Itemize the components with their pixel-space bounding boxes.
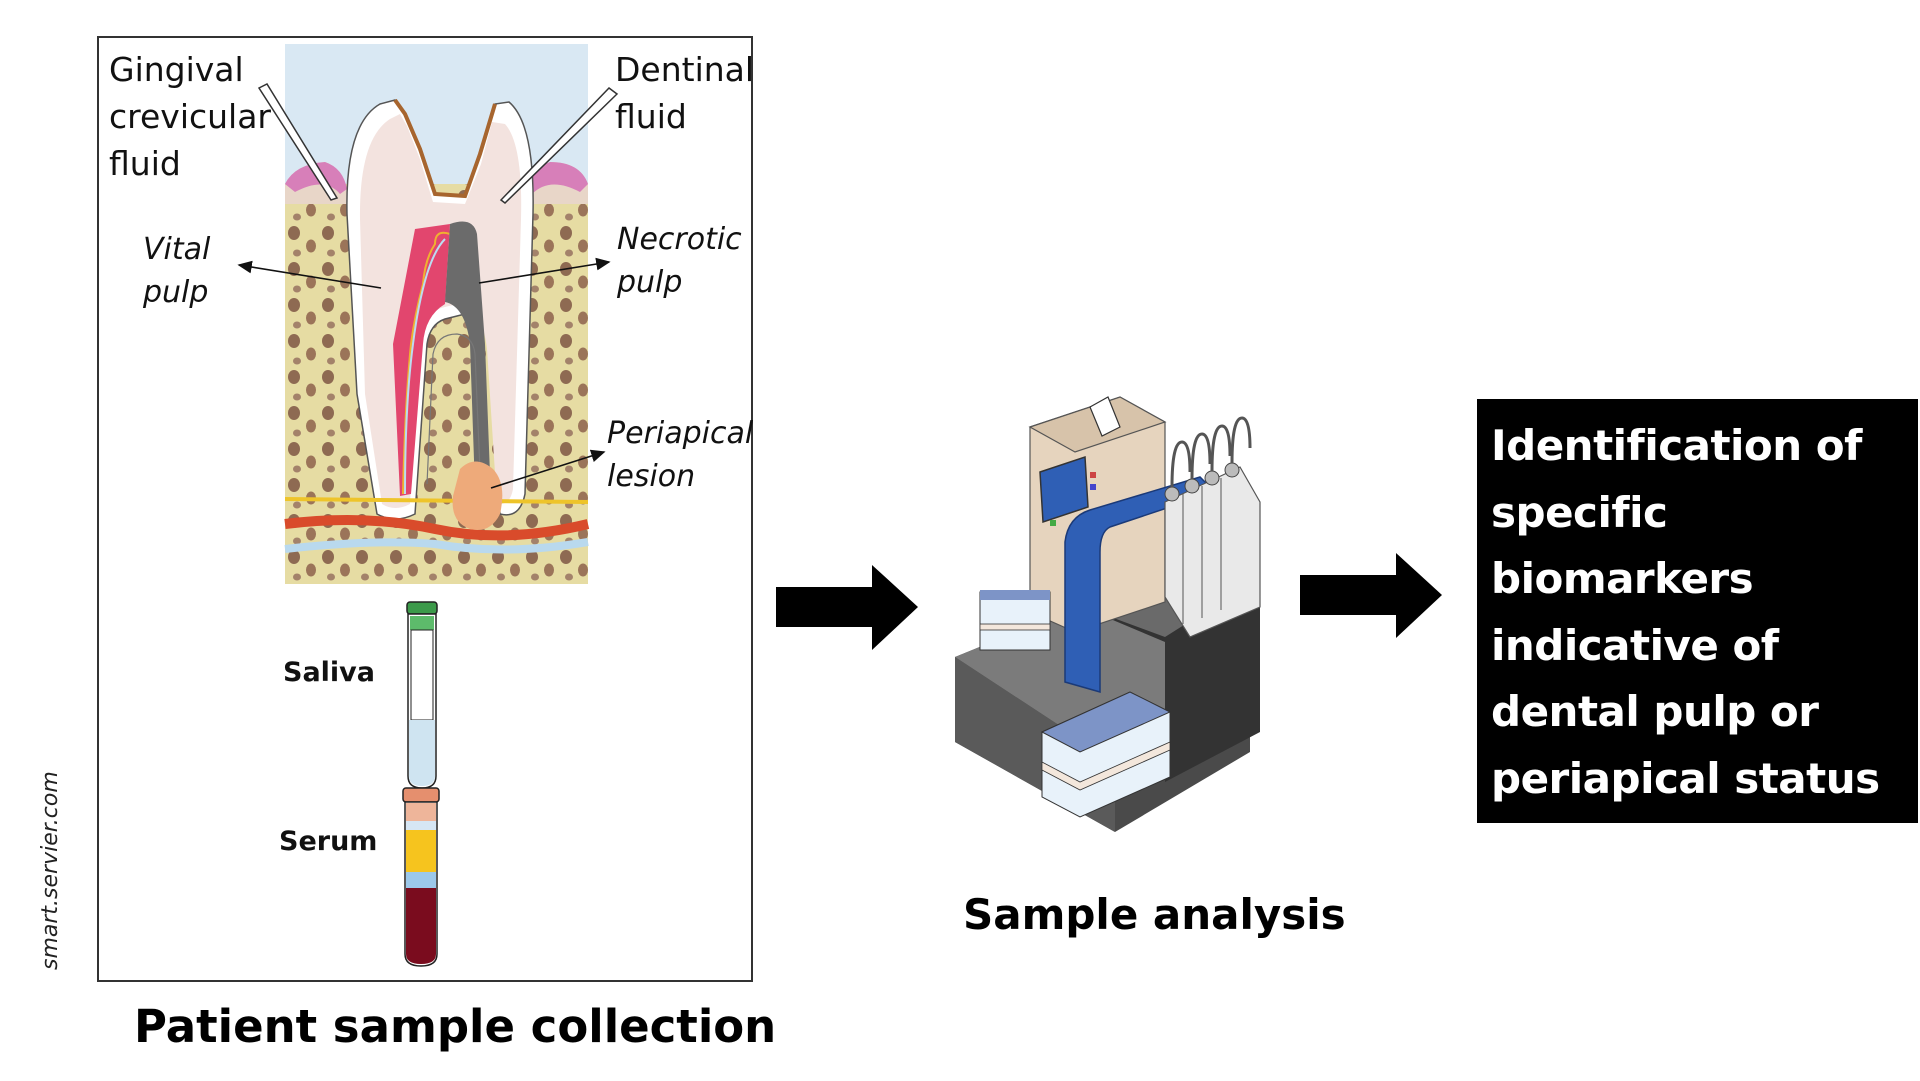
nerve-bundle	[284, 497, 589, 504]
sample-analyzer-icon	[955, 396, 1261, 832]
label-pointer-arrows	[237, 257, 611, 489]
label-periapical-lesion: Periapical lesion	[607, 416, 754, 494]
caption-sample-analysis: Sample analysis	[963, 890, 1346, 939]
label-serum: Serum	[279, 826, 378, 857]
result-line: periapical status	[1491, 753, 1880, 803]
result-box: Identification of specific biomarkers in…	[1477, 399, 1918, 823]
serum-tube	[402, 787, 440, 967]
sample-collection-panel: Gingival crevicular fluid Dentinal fluid…	[97, 36, 755, 982]
result-line: Identification of	[1491, 421, 1862, 470]
label-vital-pulp: Vital pulp	[143, 232, 211, 310]
blood-vessel	[284, 515, 590, 541]
pointer-periapical-lesion	[490, 449, 606, 489]
caries-outline	[393, 98, 497, 199]
periapical-lesion-blob	[452, 461, 503, 530]
pointer-necrotic-pulp	[478, 257, 611, 284]
label-necrotic-pulp: Necrotic pulp	[617, 222, 742, 300]
tube-rack-small	[979, 590, 1051, 651]
result-line: indicative of	[1491, 620, 1779, 670]
arrow-to-analysis	[776, 565, 918, 650]
result-line: dental pulp or	[1491, 687, 1819, 736]
label-dentinal-fluid: Dentinal fluid	[615, 50, 755, 136]
caption-patient-sample-collection: Patient sample collection	[134, 1000, 777, 1053]
tube-rack-large	[1040, 691, 1172, 818]
lymph-vessel	[284, 538, 589, 554]
saliva-tube	[406, 601, 438, 789]
paper-point-right	[499, 87, 619, 204]
label-saliva: Saliva	[283, 657, 375, 688]
pointer-vital-pulp	[237, 260, 382, 289]
vital-pulp	[393, 224, 450, 496]
printer-paper	[1089, 396, 1121, 437]
result-line: biomarkers	[1491, 554, 1754, 603]
paper-point-left	[257, 83, 339, 201]
analyzer-screen	[1039, 455, 1089, 524]
label-gingival-crevicular-fluid: Gingival crevicular fluid	[109, 50, 272, 183]
necrotic-pulp	[445, 221, 490, 491]
arrow-to-result	[1300, 553, 1442, 638]
result-line: specific	[1491, 487, 1668, 537]
reagent-bottles	[1164, 416, 1261, 638]
watermark-text: smart.servier.com	[38, 771, 63, 970]
